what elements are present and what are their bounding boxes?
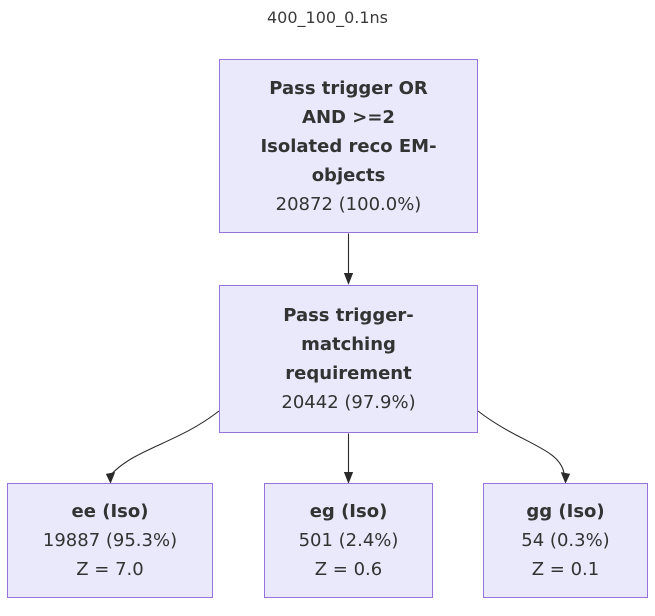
node-label-line: AND >=2: [302, 106, 395, 128]
node-count: 20442 (97.9%): [281, 392, 416, 413]
edge-match-to-ee: [105, 410, 220, 484]
node-significance: Z = 0.6: [314, 559, 383, 580]
node-label: eg (Iso): [309, 501, 388, 522]
node-significance: Z = 7.0: [76, 559, 144, 580]
node-ee-iso: ee (Iso) 19887 (95.3%) Z = 7.0: [7, 483, 213, 598]
diagram-title: 400_100_0.1ns: [267, 8, 388, 27]
node-label-line: Pass trigger OR: [269, 77, 428, 99]
node-label-line: Isolated reco EM-: [260, 135, 437, 157]
edge-match-to-eg: [343, 433, 354, 484]
node-count: 19887 (95.3%): [42, 530, 178, 551]
node-label-line: matching: [301, 334, 396, 355]
node-significance: Z = 0.1: [531, 559, 600, 580]
node-eg-iso: eg (Iso) 501 (2.4%) Z = 0.6: [264, 483, 433, 598]
node-count: 54 (0.3%): [521, 530, 610, 551]
node-trigger-matching: Pass trigger- matching requirement 20442…: [219, 285, 478, 433]
edge-root-to-match: [343, 233, 354, 285]
node-count: 501 (2.4%): [298, 530, 399, 551]
node-label: ee (Iso): [71, 501, 149, 522]
node-label-line: Pass trigger-: [283, 305, 414, 326]
node-label-line: objects: [311, 164, 386, 186]
node-label-line: requirement: [285, 363, 412, 384]
edge-match-to-gg: [477, 410, 571, 484]
node-label: gg (Iso): [526, 501, 605, 522]
node-pass-trigger: Pass trigger OR AND >=2 Isolated reco EM…: [219, 59, 478, 233]
node-count: 20872 (100.0%): [275, 193, 422, 215]
node-gg-iso: gg (Iso) 54 (0.3%) Z = 0.1: [483, 483, 648, 598]
